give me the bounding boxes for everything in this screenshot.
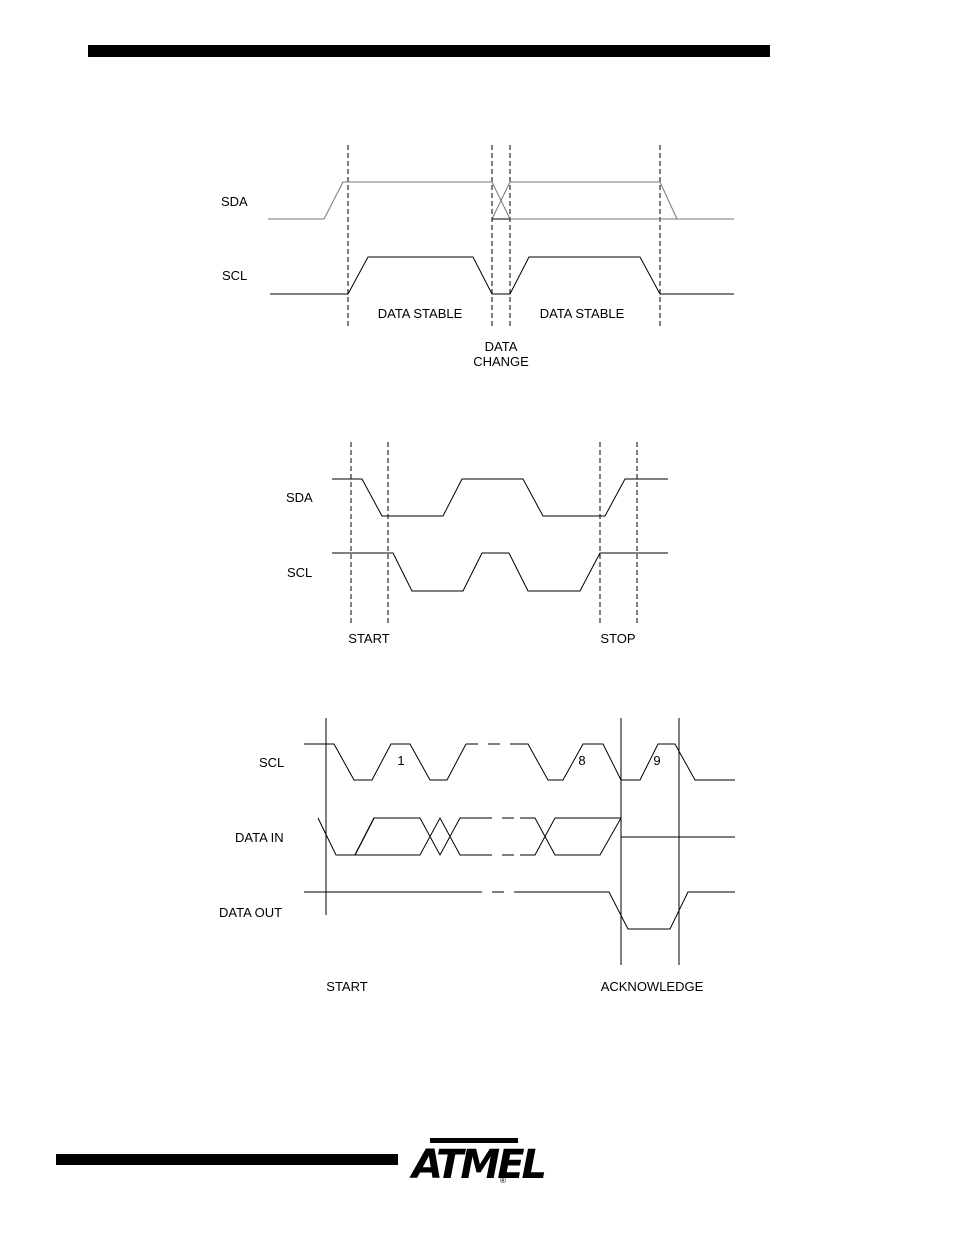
sda-waveform bbox=[332, 479, 668, 516]
acknowledge-label: ACKNOWLEDGE bbox=[601, 979, 704, 994]
svg-text:®: ® bbox=[500, 1176, 506, 1185]
figure-start-stop: SDA SCL START STOP bbox=[286, 442, 668, 646]
data-out-label: DATA OUT bbox=[219, 905, 282, 920]
sda-waveform-crossing bbox=[492, 182, 677, 219]
scl-waveform bbox=[304, 744, 466, 780]
sda-label: SDA bbox=[221, 194, 248, 209]
figure-acknowledge: SCL 1 8 9 DATA IN DATA OUT START ACKNOWL… bbox=[219, 718, 735, 994]
scl-waveform bbox=[514, 744, 735, 780]
data-in-waveform bbox=[318, 818, 480, 855]
start-label: START bbox=[326, 979, 367, 994]
data-stable-label-left: DATA STABLE bbox=[378, 306, 463, 321]
svg-text:ATMEL: ATMEL bbox=[409, 1142, 545, 1188]
footer-bar bbox=[56, 1154, 398, 1165]
data-change-label-line2: CHANGE bbox=[473, 354, 529, 369]
data-in-waveform-low bbox=[355, 818, 480, 855]
pulse-number-1: 1 bbox=[397, 753, 404, 768]
scl-label: SCL bbox=[287, 565, 312, 580]
data-out-waveform bbox=[520, 892, 735, 929]
scl-waveform bbox=[270, 257, 734, 294]
data-stable-label-right: DATA STABLE bbox=[540, 306, 625, 321]
scl-label: SCL bbox=[259, 755, 284, 770]
pulse-number-9: 9 bbox=[653, 753, 660, 768]
data-in-waveform bbox=[336, 818, 374, 855]
stop-label: STOP bbox=[600, 631, 635, 646]
pulse-number-8: 8 bbox=[578, 753, 585, 768]
scl-label: SCL bbox=[222, 268, 247, 283]
figure-data-validity: SDA SCL DATA STABLE DATA STABLE DATA CHA… bbox=[221, 145, 734, 369]
atmel-logo: ATMEL ® bbox=[409, 1138, 545, 1188]
start-label: START bbox=[348, 631, 389, 646]
scl-waveform bbox=[332, 553, 668, 591]
data-in-label: DATA IN bbox=[235, 830, 284, 845]
data-change-label-line1: DATA bbox=[485, 339, 518, 354]
sda-label: SDA bbox=[286, 490, 313, 505]
data-in-waveform bbox=[520, 818, 621, 855]
header-bar bbox=[88, 45, 770, 57]
